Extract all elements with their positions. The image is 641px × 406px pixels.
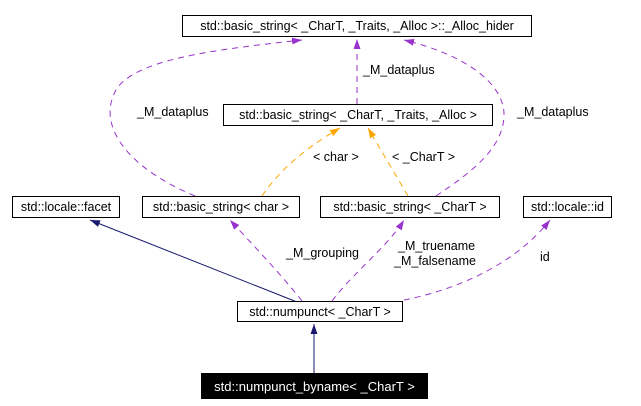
- edge-label-template-char: < char >: [313, 150, 359, 164]
- edge-usage-basic-string-char-to-alloc-hider: [109, 37, 303, 197]
- node-basic-string-alloc-hider[interactable]: std::basic_string< _CharT, _Traits, _All…: [182, 15, 532, 37]
- node-basic-string-chart[interactable]: std::basic_string< _CharT >: [320, 196, 500, 218]
- node-locale-id[interactable]: std::locale::id: [523, 196, 612, 218]
- edge-template-basic-string-chart-to-basic-string-full: [367, 127, 409, 197]
- edge-label-falsename: _M_falsename: [394, 254, 476, 268]
- edge-usage-numpunct-to-locale-id: [403, 219, 551, 301]
- edge-usage-numpunct-to-basic-string-chart: [331, 219, 405, 302]
- edge-label-dataplus-left: _M_dataplus: [137, 105, 209, 119]
- edge-template-basic-string-char-to-basic-string-full: [261, 127, 341, 197]
- edge-usage-numpunct-to-basic-string-char: [229, 219, 303, 302]
- edge-inheritance-numpunct-to-locale-facet: [89, 219, 298, 303]
- node-numpunct-byname-focus: std::numpunct_byname< _CharT >: [201, 373, 428, 399]
- edge-usage-basic-string-chart-to-alloc-hider: [403, 38, 505, 197]
- node-locale-facet[interactable]: std::locale::facet: [12, 196, 120, 218]
- node-basic-string-char[interactable]: std::basic_string< char >: [142, 196, 300, 218]
- edge-label-dataplus-top: _M_dataplus: [363, 63, 435, 77]
- node-numpunct[interactable]: std::numpunct< _CharT >: [237, 301, 403, 322]
- node-basic-string-full[interactable]: std::basic_string< _CharT, _Traits, _All…: [223, 104, 493, 126]
- edge-label-template-chart: < _CharT >: [392, 150, 456, 164]
- edge-label-truename: _M_truename: [398, 239, 476, 253]
- edge-label-dataplus-right: _M_dataplus: [517, 105, 589, 119]
- edge-label-grouping: _M_grouping: [286, 246, 359, 260]
- edge-label-id: id: [540, 250, 550, 264]
- edge-label-truename-falsename: _M_truename _M_falsename: [394, 239, 476, 269]
